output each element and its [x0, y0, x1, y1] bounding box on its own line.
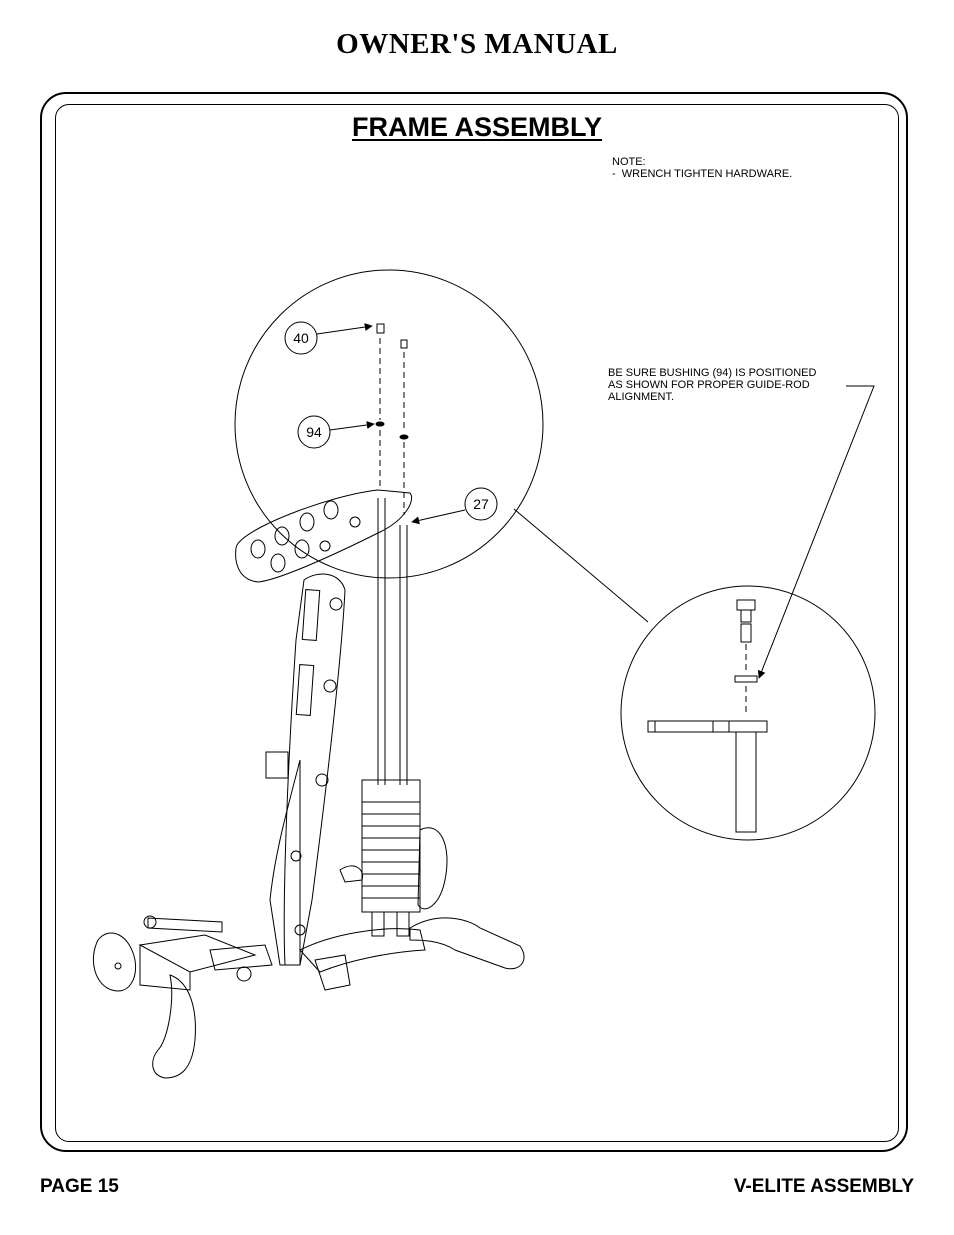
footer-page-number: PAGE 15 — [40, 1176, 119, 1197]
callout-line-1: BE SURE BUSHING (94) IS POSITIONED — [608, 367, 817, 379]
part-bubble-27: 27 — [411, 487, 498, 525]
rear-base — [299, 827, 525, 991]
callout-leader — [757, 385, 875, 679]
callout-line-3: ALIGNMENT. — [608, 391, 675, 403]
guide-rods — [377, 498, 408, 785]
main-column — [265, 573, 346, 966]
part-label-27: 27 — [473, 496, 489, 512]
guide-rod-hardware — [375, 323, 409, 515]
manual-header-title: OWNER'S MANUAL — [336, 28, 618, 60]
top-plate — [235, 489, 412, 583]
part-bubble-94: 94 — [297, 415, 375, 449]
bushing-callout: BE SURE BUSHING (94) IS POSITIONED AS SH… — [608, 367, 858, 403]
detail-circle-right — [620, 585, 876, 841]
detail-leader-line — [513, 508, 649, 623]
page-frame-inner — [55, 104, 899, 1142]
bushing-detail — [647, 599, 768, 833]
section-title-text: FRAME ASSEMBLY — [351, 112, 603, 142]
detail-circle-top — [234, 269, 544, 579]
section-title: FRAME ASSEMBLY — [0, 112, 954, 143]
footer-document-title: V-ELITE ASSEMBLY — [733, 1176, 914, 1197]
note-line: - WRENCH TIGHTEN HARDWARE. — [612, 168, 793, 180]
note-heading: NOTE: — [612, 156, 646, 168]
note-block: NOTE:- WRENCH TIGHTEN HARDWARE. — [612, 156, 792, 180]
part-bubble-40: 40 — [284, 321, 373, 355]
part-label-94: 94 — [306, 424, 322, 440]
front-seat-assembly — [92, 915, 273, 1079]
page-frame-outer — [40, 92, 908, 1152]
part-label-40: 40 — [293, 330, 309, 346]
weight-stack — [361, 779, 421, 937]
callout-line-2: AS SHOWN FOR PROPER GUIDE-ROD — [608, 379, 810, 391]
